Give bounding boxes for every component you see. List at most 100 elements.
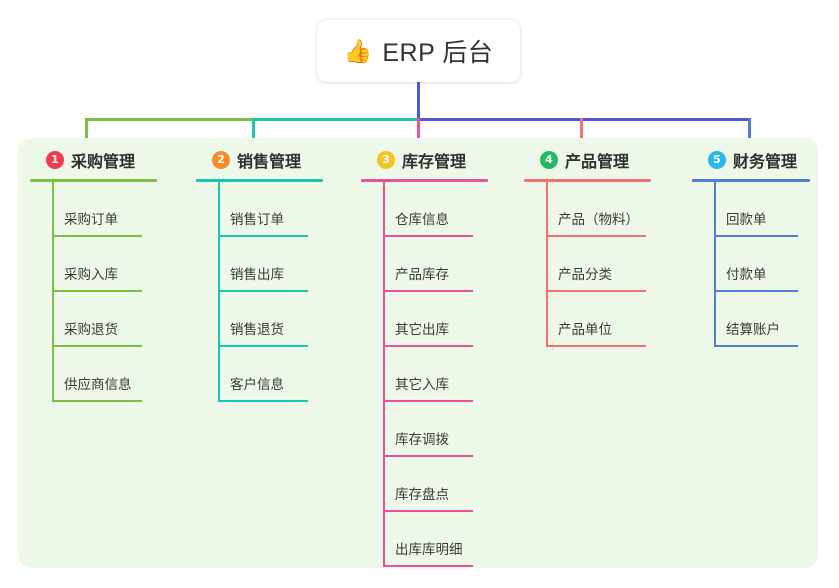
module-item-underline <box>383 510 473 512</box>
module-item-label: 库存盘点 <box>395 487 449 502</box>
bus-segment-2 <box>253 118 419 121</box>
module-item[interactable]: 销售订单 <box>196 182 323 237</box>
module-item[interactable]: 产品单位 <box>524 292 651 347</box>
bus-segment-1 <box>85 118 253 121</box>
module-title: 财务管理 <box>733 154 798 171</box>
bus-segment-3 <box>419 118 749 121</box>
module-item-label: 产品库存 <box>395 267 449 282</box>
thumbs-up-icon: 👍 <box>343 38 373 65</box>
module-item[interactable]: 结算账户 <box>692 292 810 347</box>
module-item-label: 产品分类 <box>558 267 612 282</box>
module-item-label: 库存调拨 <box>395 432 449 447</box>
column-drop-line-2 <box>252 118 255 148</box>
module-underline <box>30 179 157 182</box>
module-item-underline <box>383 455 473 457</box>
module-item-label: 销售订单 <box>230 212 284 227</box>
module-item-label: 付款单 <box>726 267 767 282</box>
module-spine-line <box>714 182 716 347</box>
module-item-underline <box>383 235 473 237</box>
module-underline <box>524 179 651 182</box>
module-item[interactable]: 采购订单 <box>30 182 157 237</box>
module-item-underline <box>714 345 798 347</box>
module-item-underline <box>714 290 798 292</box>
root-node-label: ERP 后台 <box>382 39 494 67</box>
module-item-label: 采购入库 <box>64 267 118 282</box>
module-number-badge: 4 <box>540 151 558 169</box>
module-spine-line <box>383 182 385 567</box>
module-item-label: 产品（物料） <box>558 212 639 227</box>
module-item[interactable]: 其它入库 <box>361 347 488 402</box>
module-item[interactable]: 产品分类 <box>524 237 651 292</box>
module-title: 产品管理 <box>565 154 630 171</box>
module-item-underline <box>218 345 308 347</box>
module-header-3[interactable]: 3 库存管理 <box>377 148 488 172</box>
module-underline <box>196 179 323 182</box>
trunk-drop-line <box>417 82 420 119</box>
module-underline <box>692 179 810 182</box>
module-item-underline <box>383 290 473 292</box>
module-item-label: 其它出库 <box>395 322 449 337</box>
module-item[interactable]: 回款单 <box>692 182 810 237</box>
module-item-underline <box>52 290 142 292</box>
module-item[interactable]: 库存盘点 <box>361 457 488 512</box>
module-item[interactable]: 销售出库 <box>196 237 323 292</box>
module-header-4[interactable]: 4 产品管理 <box>540 148 651 172</box>
module-item-label: 结算账户 <box>726 322 780 337</box>
column-drop-line-5 <box>748 118 751 148</box>
module-item-label: 销售出库 <box>230 267 284 282</box>
module-number-badge: 1 <box>46 151 64 169</box>
module-item[interactable]: 出库库明细 <box>361 512 488 567</box>
module-item[interactable]: 采购入库 <box>30 237 157 292</box>
module-spine-line <box>546 182 548 347</box>
module-item[interactable]: 其它出库 <box>361 292 488 347</box>
module-column-产品管理: 4 产品管理产品（物料） 产品分类产品单位 <box>524 148 651 347</box>
module-item[interactable]: 库存调拨 <box>361 402 488 457</box>
module-title: 销售管理 <box>237 154 302 171</box>
module-item[interactable]: 供应商信息 <box>30 347 157 402</box>
module-item-label: 采购退货 <box>64 322 118 337</box>
module-item-underline <box>714 235 798 237</box>
module-item-underline <box>52 235 142 237</box>
module-item-label: 客户信息 <box>230 377 284 392</box>
module-item[interactable]: 付款单 <box>692 237 810 292</box>
module-item-label: 采购订单 <box>64 212 118 227</box>
module-item-label: 产品单位 <box>558 322 612 337</box>
module-item[interactable]: 客户信息 <box>196 347 323 402</box>
module-item[interactable]: 产品库存 <box>361 237 488 292</box>
module-item[interactable]: 采购退货 <box>30 292 157 347</box>
module-item-underline <box>383 565 473 567</box>
module-item-underline <box>218 400 308 402</box>
module-item-label: 其它入库 <box>395 377 449 392</box>
module-spine-line <box>52 182 54 402</box>
module-item-label: 出库库明细 <box>395 542 463 557</box>
module-item[interactable]: 仓库信息 <box>361 182 488 237</box>
module-items: 回款单付款单结算账户 <box>692 182 810 347</box>
module-item-underline <box>52 345 142 347</box>
module-item[interactable]: 销售退货 <box>196 292 323 347</box>
module-item-label: 仓库信息 <box>395 212 449 227</box>
module-items: 产品（物料） 产品分类产品单位 <box>524 182 651 347</box>
module-item-underline <box>218 235 308 237</box>
module-items: 仓库信息产品库存其它出库其它入库库存调拨库存盘点出库库明细 <box>361 182 488 567</box>
module-item-underline <box>383 400 473 402</box>
module-item-underline <box>546 345 646 347</box>
modules-panel <box>18 138 818 568</box>
module-item-label: 供应商信息 <box>64 377 132 392</box>
module-items: 采购订单采购入库采购退货供应商信息 <box>30 182 157 402</box>
module-number-badge: 3 <box>377 151 395 169</box>
module-item-underline <box>546 235 646 237</box>
module-item[interactable]: 产品（物料） <box>524 182 651 237</box>
module-item-underline <box>383 345 473 347</box>
module-title: 库存管理 <box>402 154 467 171</box>
root-node-erp-backend[interactable]: 👍 ERP 后台 <box>317 20 520 82</box>
column-drop-line-3 <box>417 118 420 148</box>
module-underline <box>361 179 488 182</box>
module-item-underline <box>218 290 308 292</box>
